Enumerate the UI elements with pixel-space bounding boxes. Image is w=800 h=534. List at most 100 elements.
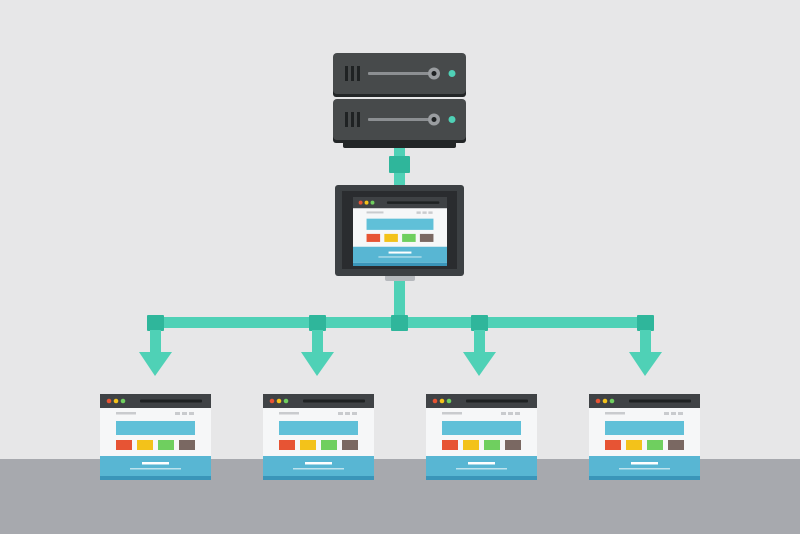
- window-dot-green: [446, 398, 452, 404]
- footer-line: [305, 462, 332, 465]
- branch-node: [147, 315, 164, 331]
- vent-slot: [357, 112, 360, 127]
- window-dot-yellow: [364, 200, 369, 205]
- nav-dot: [352, 412, 357, 415]
- branch-node: [637, 315, 654, 331]
- content-block-green: [647, 440, 663, 450]
- browser-footer-edge: [353, 262, 447, 266]
- content-block-yellow: [137, 440, 153, 450]
- nav-dot: [345, 412, 350, 415]
- browser-footer: [589, 456, 700, 476]
- content-block-red: [279, 440, 295, 450]
- browser-footer: [426, 456, 537, 476]
- nav-line: [279, 412, 299, 415]
- content-block-brown: [342, 440, 358, 450]
- nav-dot: [182, 412, 187, 415]
- footer-line: [631, 462, 658, 465]
- window-dot-green: [370, 200, 375, 205]
- content-block-yellow: [626, 440, 642, 450]
- server-rack-icon: [333, 53, 466, 148]
- address-bar: [303, 399, 365, 403]
- arrow-down-icon: [139, 352, 172, 376]
- status-led-icon: [448, 70, 456, 77]
- nav-line: [605, 412, 625, 415]
- client-branch-3: [463, 315, 496, 376]
- branch-stem: [150, 330, 161, 356]
- vent-slot: [357, 66, 360, 81]
- window-dot-yellow: [276, 398, 282, 404]
- monitor-to-bus-line: [394, 280, 405, 325]
- bus-center-node: [391, 315, 408, 331]
- content-block-green: [158, 440, 174, 450]
- nav-dot: [189, 412, 194, 415]
- browser-footer: [263, 456, 374, 476]
- window-dot-green: [283, 398, 289, 404]
- server-unit-bottom: [333, 99, 466, 143]
- nav-dot: [501, 412, 506, 415]
- browser-window-icon: [353, 197, 447, 266]
- content-block-green: [402, 233, 416, 242]
- footer-line: [142, 462, 169, 465]
- window-dot-red: [432, 398, 438, 404]
- browser-footer-edge: [263, 476, 374, 480]
- monitor-icon: [335, 185, 464, 281]
- content-block-brown: [668, 440, 684, 450]
- browser-footer-edge: [100, 476, 211, 480]
- window-dot-green: [609, 398, 615, 404]
- client-browser-1: [100, 394, 211, 480]
- nav-dot: [671, 412, 676, 415]
- knob-center: [431, 71, 437, 76]
- hero-banner: [116, 421, 195, 435]
- hero-banner: [605, 421, 684, 435]
- client-browser-3: [426, 394, 537, 480]
- address-bar: [140, 399, 202, 403]
- window-dot-yellow: [439, 398, 445, 404]
- footer-line: [293, 468, 344, 470]
- content-block-red: [605, 440, 621, 450]
- address-bar: [386, 201, 440, 204]
- client-branch-1: [139, 315, 172, 376]
- nav-dot: [515, 412, 520, 415]
- arrow-down-icon: [463, 352, 496, 376]
- nav-dot: [416, 211, 421, 214]
- content-block-brown: [179, 440, 195, 450]
- window-dot-green: [120, 398, 126, 404]
- content-block-brown: [505, 440, 521, 450]
- content-block-brown: [419, 233, 434, 242]
- nav-dot: [422, 211, 427, 214]
- browser-footer: [100, 456, 211, 476]
- nav-dot: [428, 211, 433, 214]
- browser-footer-edge: [589, 476, 700, 480]
- footer-line: [130, 468, 181, 470]
- address-bar: [466, 399, 528, 403]
- content-block-green: [484, 440, 500, 450]
- window-dot-red: [595, 398, 601, 404]
- vent-slot: [345, 112, 348, 127]
- client-branch-4: [629, 315, 662, 376]
- nav-dot: [338, 412, 343, 415]
- window-dot-yellow: [113, 398, 119, 404]
- branch-stem: [640, 330, 651, 356]
- vent-slot: [351, 66, 354, 81]
- footer-line: [388, 251, 412, 254]
- connector-lines: [139, 148, 662, 376]
- footer-line: [456, 468, 507, 470]
- window-dot-yellow: [602, 398, 608, 404]
- window-dot-red: [106, 398, 112, 404]
- branch-node: [309, 315, 326, 331]
- nav-line: [116, 412, 136, 415]
- hero-banner: [279, 421, 358, 435]
- branch-stem: [474, 330, 485, 356]
- content-block-yellow: [300, 440, 316, 450]
- nav-line: [366, 211, 384, 214]
- nav-dot: [508, 412, 513, 415]
- server-connector-node: [389, 156, 410, 173]
- branch-stem: [312, 330, 323, 356]
- hero-banner: [366, 218, 434, 230]
- drive-slot: [368, 118, 431, 121]
- nav-dot: [664, 412, 669, 415]
- branch-node: [471, 315, 488, 331]
- content-block-yellow: [463, 440, 479, 450]
